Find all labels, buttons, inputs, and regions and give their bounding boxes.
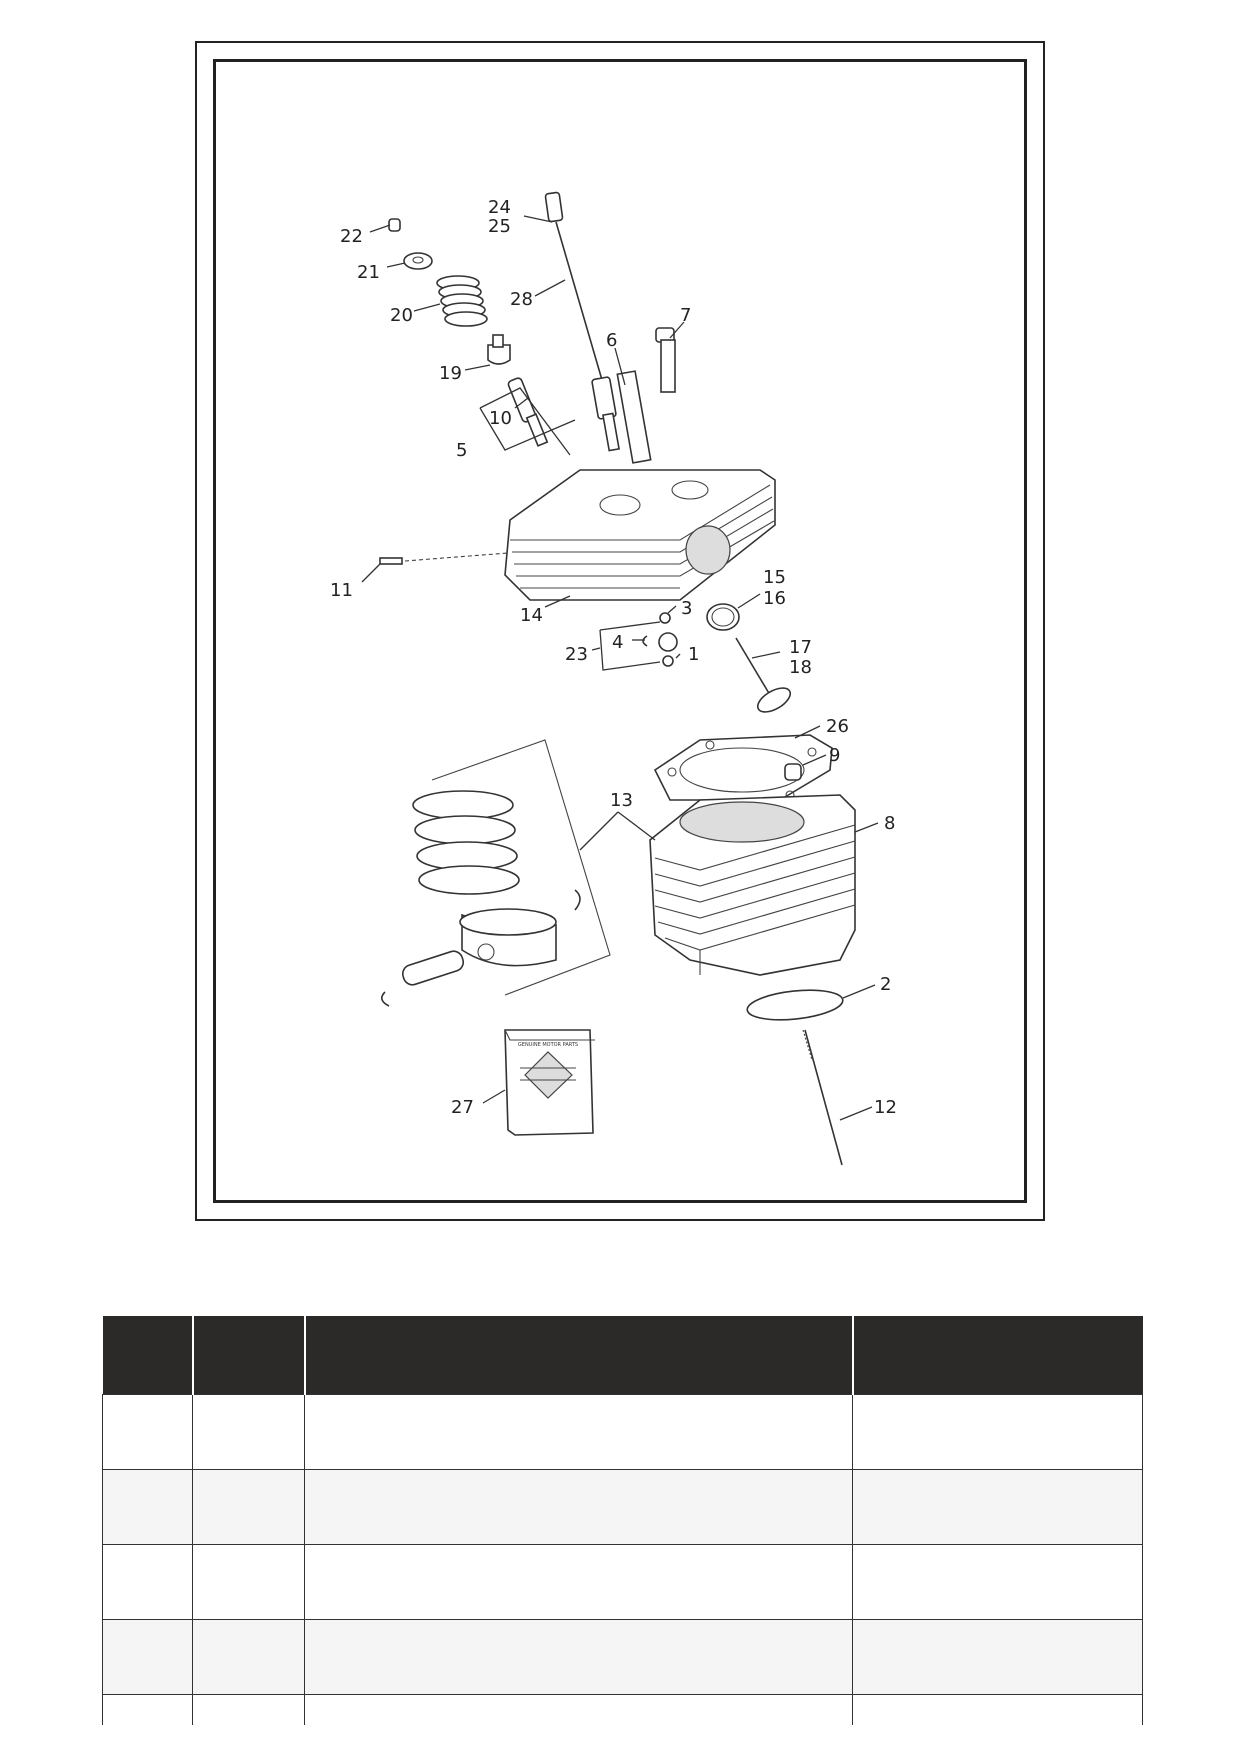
- parts-box-logo-text: GENUINE MOTOR PARTS: [518, 1042, 578, 1048]
- exploded-parts-diagram: 22 21 20 19 10 5 24 25 28 6 7 11 14 3 4 …: [330, 191, 897, 1166]
- callout-24: 24: [488, 197, 511, 218]
- table-cell: [304, 1394, 853, 1470]
- callout-21: 21: [357, 262, 380, 283]
- table-cell: [102, 1394, 193, 1470]
- part-lifter: [507, 377, 549, 447]
- callout-28: 28: [510, 289, 533, 310]
- callout-25: 25: [488, 216, 511, 237]
- table-row: [102, 1469, 1143, 1545]
- callout-20: 20: [390, 305, 413, 326]
- part-o-ring: [746, 989, 844, 1021]
- part-pushrod-cover-6: [616, 370, 652, 464]
- table-cell: [852, 1694, 1143, 1725]
- callout-23: 23: [565, 644, 588, 665]
- part-valve: [735, 637, 792, 713]
- table-cell: [304, 1619, 853, 1695]
- callout-17: 17: [789, 637, 812, 658]
- callout-3: 3: [681, 598, 692, 619]
- part-spring-retainer: [403, 252, 433, 270]
- table-cell: [304, 1469, 853, 1545]
- callout-14: 14: [520, 605, 543, 626]
- table-cell: [102, 1469, 193, 1545]
- callout-18: 18: [789, 657, 812, 678]
- part-head-gasket: [653, 734, 833, 801]
- parts-table: [102, 1316, 1143, 1725]
- callout-7: 7: [680, 305, 691, 326]
- part-head-stud-small: [379, 552, 509, 565]
- header-cell-description: [304, 1316, 854, 1395]
- table-cell: [192, 1544, 305, 1620]
- part-spring-seat: [487, 334, 511, 365]
- part-valve-spring: [436, 275, 488, 327]
- part-cylinder-stud: [802, 1029, 843, 1166]
- header-cell-part-number: [192, 1316, 306, 1395]
- table-cell: [852, 1544, 1143, 1620]
- table-cell: [192, 1694, 305, 1725]
- part-valve-key: [388, 218, 401, 232]
- table-cell: [102, 1619, 193, 1695]
- callout-12: 12: [874, 1097, 897, 1118]
- callout-27: 27: [451, 1097, 474, 1118]
- table-row: [102, 1619, 1143, 1695]
- table-cell: [102, 1544, 193, 1620]
- part-breather-assembly: [642, 612, 678, 667]
- callout-11: 11: [330, 580, 353, 601]
- table-cell: [852, 1394, 1143, 1470]
- table-cell: [304, 1694, 853, 1725]
- table-cell: [102, 1694, 193, 1725]
- diagram-frame: [195, 41, 1045, 1221]
- table-row: [102, 1694, 1143, 1725]
- table-row: [102, 1394, 1143, 1470]
- part-gasket-kit-box: [504, 1029, 595, 1136]
- table-cell: [192, 1394, 305, 1470]
- part-piston-kit: [381, 739, 611, 1007]
- callout-13: 13: [610, 790, 633, 811]
- part-cylinder: [649, 794, 856, 976]
- table-cell: [304, 1544, 853, 1620]
- callout-15: 15: [763, 567, 786, 588]
- table-cell: [852, 1469, 1143, 1545]
- part-dowel-pin: [784, 763, 802, 781]
- part-seal-ring: [706, 603, 740, 631]
- part-pushrod-cover-7: [655, 327, 676, 393]
- callout-2: 2: [880, 974, 891, 995]
- callout-19: 19: [439, 363, 462, 384]
- table-row: [102, 1544, 1143, 1620]
- callout-6: 6: [606, 330, 617, 351]
- header-cell-notes: [852, 1316, 1143, 1395]
- callout-22: 22: [340, 226, 363, 247]
- table-cell: [192, 1469, 305, 1545]
- table-cell: [192, 1619, 305, 1695]
- header-cell-ref: [102, 1316, 194, 1395]
- callout-4: 4: [612, 632, 623, 653]
- diagram-inner-border: [213, 59, 1027, 1203]
- callout-1: 1: [688, 644, 699, 665]
- callout-5: 5: [456, 440, 467, 461]
- callout-9: 9: [829, 745, 840, 766]
- callout-26: 26: [826, 716, 849, 737]
- part-pushrod: [544, 191, 620, 452]
- callout-8: 8: [884, 813, 895, 834]
- callout-10: 10: [489, 408, 512, 429]
- callout-16: 16: [763, 588, 786, 609]
- part-cylinder-head: [504, 469, 776, 601]
- table-cell: [852, 1619, 1143, 1695]
- table-header-row: [102, 1316, 1143, 1395]
